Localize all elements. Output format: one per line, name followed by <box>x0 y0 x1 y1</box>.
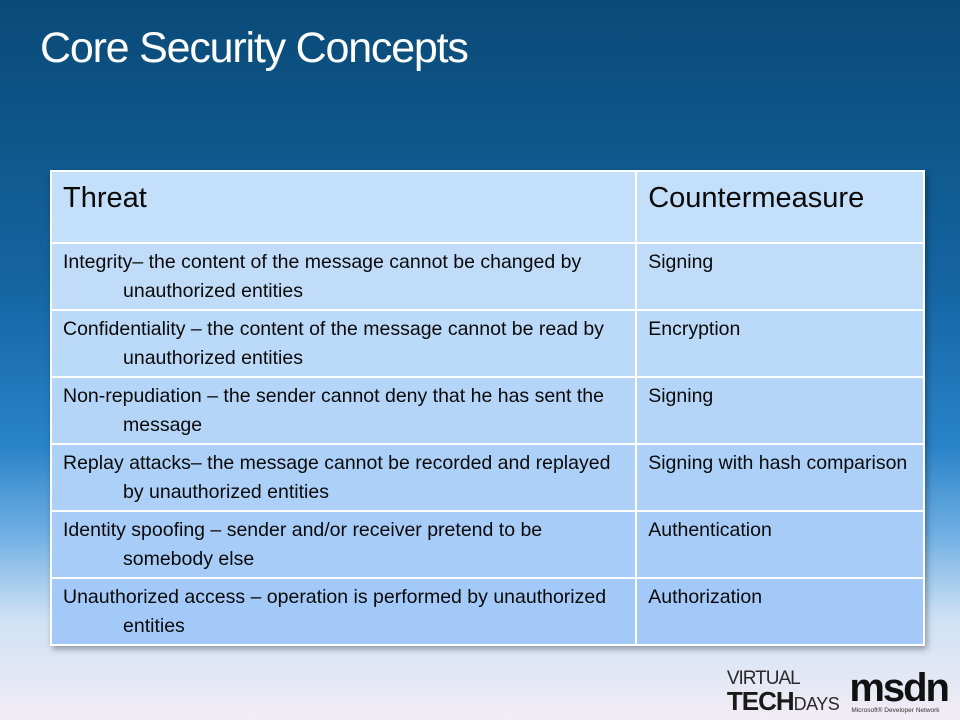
table-row: Replay attacks– the message cannot be re… <box>49 443 925 512</box>
countermeasure-text: Signing <box>648 251 714 273</box>
countermeasure-cell: Signing with hash comparison <box>635 443 925 512</box>
header-threat: Threat <box>49 170 638 244</box>
countermeasure-text: Signing <box>648 385 714 407</box>
threat-cell: Identity spoofing – sender and/or receiv… <box>49 510 638 579</box>
threat-text: Non-repudiation – the sender cannot deny… <box>63 385 604 436</box>
table-row: Non-repudiation – the sender cannot deny… <box>49 376 925 445</box>
threat-text: Confidentiality – the content of the mes… <box>63 318 604 369</box>
threat-cell: Unauthorized access – operation is perfo… <box>49 577 638 646</box>
table-row: Unauthorized access – operation is perfo… <box>49 577 925 646</box>
countermeasure-text: Authentication <box>648 519 772 541</box>
footer-logos: VIRTUAL TECH DAYS msdn Microsoft® Develo… <box>726 666 950 716</box>
virtual-tech-days-logo: VIRTUAL TECH DAYS <box>726 668 840 716</box>
security-concepts-table: Threat Countermeasure Integrity– the con… <box>49 170 925 646</box>
threat-cell: Non-repudiation – the sender cannot deny… <box>49 376 638 445</box>
countermeasure-text: Signing with hash comparison <box>648 452 908 474</box>
countermeasure-cell: Signing <box>635 242 925 311</box>
table-row: Confidentiality – the content of the mes… <box>49 309 925 378</box>
table-header-row: Threat Countermeasure <box>49 170 925 244</box>
msdn-wordmark: msdn <box>849 666 950 710</box>
slide-title: Core Security Concepts <box>40 24 469 72</box>
threat-text: Unauthorized access – operation is perfo… <box>63 586 607 637</box>
threat-text: Integrity– the content of the message ca… <box>63 251 582 302</box>
table-row: Integrity– the content of the message ca… <box>49 242 925 311</box>
table-row: Identity spoofing – sender and/or receiv… <box>49 510 925 579</box>
msdn-logo: msdn Microsoft® Developer Network <box>849 666 950 714</box>
countermeasure-text: Encryption <box>648 318 741 340</box>
header-countermeasure: Countermeasure <box>635 170 925 244</box>
virtual-tech-days-tech: TECH <box>726 686 795 716</box>
countermeasure-cell: Authorization <box>635 577 925 646</box>
threat-text: Identity spoofing – sender and/or receiv… <box>63 519 543 570</box>
countermeasure-cell: Signing <box>635 376 925 445</box>
threat-cell: Confidentiality – the content of the mes… <box>49 309 638 378</box>
virtual-tech-days-top: VIRTUAL <box>726 668 801 689</box>
countermeasure-cell: Encryption <box>635 309 925 378</box>
threat-cell: Replay attacks– the message cannot be re… <box>49 443 638 512</box>
threat-cell: Integrity– the content of the message ca… <box>49 242 638 311</box>
virtual-tech-days-days: DAYS <box>793 694 840 714</box>
msdn-subtitle: Microsoft® Developer Network <box>851 707 940 714</box>
countermeasure-cell: Authentication <box>635 510 925 579</box>
threat-text: Replay attacks– the message cannot be re… <box>63 452 611 503</box>
countermeasure-text: Authorization <box>648 586 763 608</box>
